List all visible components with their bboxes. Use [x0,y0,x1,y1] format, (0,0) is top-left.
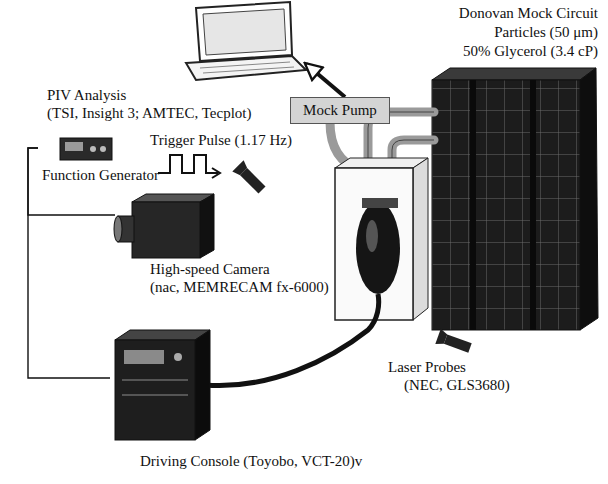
generator-label: Function Generator [38,132,162,186]
node-text: PIV Analysis [47,86,126,104]
mock-circuit-blocks [432,68,598,330]
node-text: Laser Probes [388,358,466,376]
laptop-icon [186,2,306,80]
pump-box: Mock Pump [290,97,390,124]
node-text: 50% Glycerol (3.4 cP) [463,42,598,60]
laser-probe-icon [232,160,267,195]
node-text: Driving Console (Toyobo, VCT-20)v [140,452,362,470]
node-text: Particles (50 μm) [494,23,598,41]
laser-probe-icon [435,329,472,356]
node-text: Function Generator [42,166,159,184]
function-generator-icon [60,138,112,160]
circuit-label: Donovan Mock CircuitParticles (50 μm)50%… [420,0,602,335]
node-text: Donovan Mock Circuit [459,4,598,22]
driving-console-icon [115,330,210,440]
drive-cable [205,294,379,386]
node-text: (nac, MEMRECAM fx-6000) [150,278,329,296]
signal-label: Trigger Pulse (1.17 Hz) [150,131,292,149]
laser-label: Laser Probes(NEC, GLS3680) [380,328,530,398]
pulse-symbol [158,155,220,178]
node-text: Mock Pump [291,101,389,119]
node-text: High-speed Camera [150,260,270,278]
data-arrow [306,64,345,97]
node-text: (TSI, Insight 3; AMTEC, Tecplot) [47,104,252,122]
pc-label: PIV Analysis(TSI, Insight 3; AMTEC, Tecp… [40,2,306,122]
camera-icon [114,194,214,258]
console-label: Driving Console (Toyobo, VCT-20)v [110,328,390,476]
node-text: (NEC, GLS3680) [404,376,510,394]
test-chamber [335,158,428,320]
camera-label: High-speed Camera(nac, MEMRECAM fx-6000) [115,190,330,298]
